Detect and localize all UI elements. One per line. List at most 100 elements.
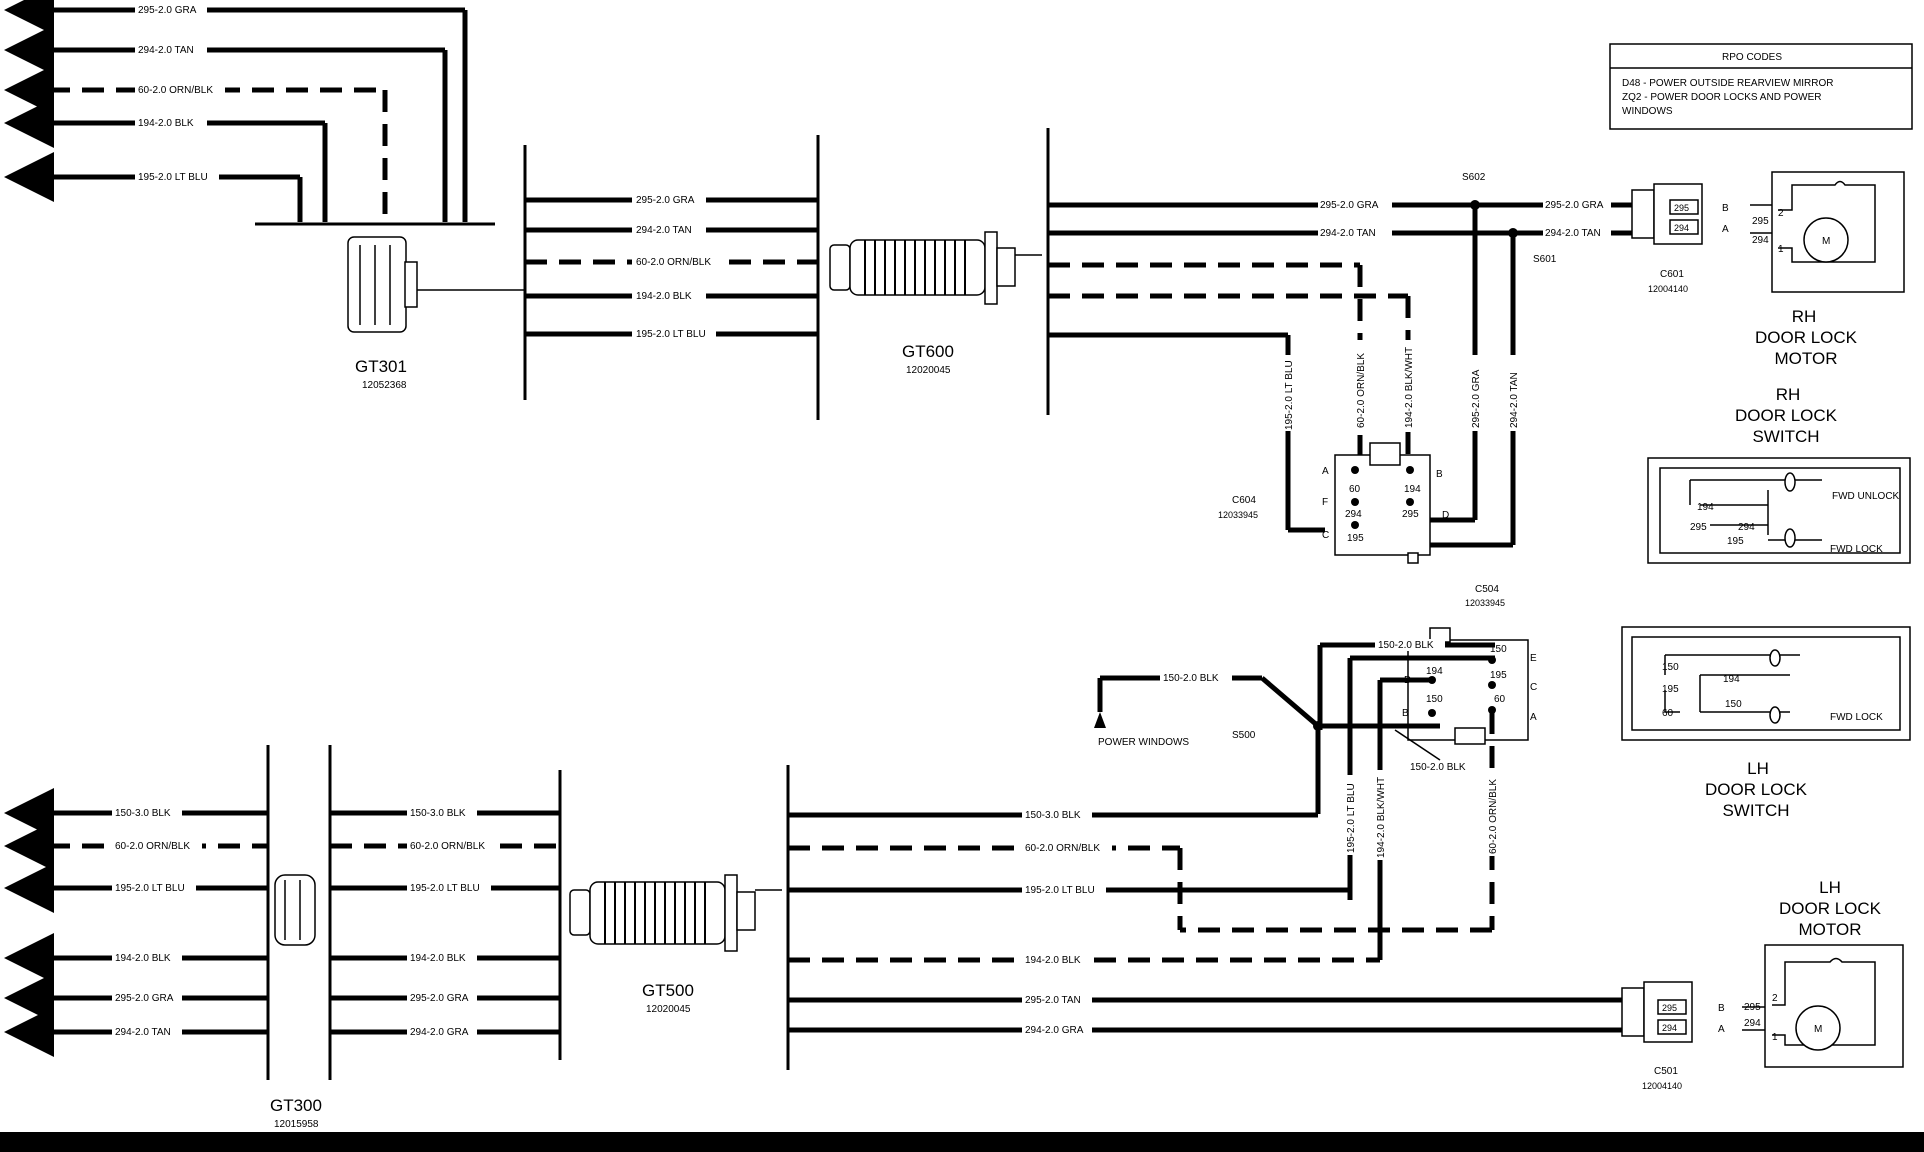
rh-switch-pin-195: 195 [1727, 536, 1744, 547]
lh-switch-title-2: DOOR LOCK [1705, 780, 1808, 799]
c601-wire-label-295: 295-2.0 GRA [1545, 200, 1604, 211]
c604-cav-f: F [1322, 497, 1328, 508]
rh-vert-195: 195-2.0 LT BLU [1284, 360, 1295, 430]
c501-pin-295: 295 [1662, 1003, 1677, 1013]
gt500-right-label-1: 150-3.0 BLK [1025, 810, 1081, 821]
c504-number: 12033945 [1465, 598, 1505, 608]
rh-motor-title-3: MOTOR [1775, 349, 1838, 368]
power-windows-label: POWER WINDOWS [1098, 737, 1189, 748]
c501-pin-294: 294 [1662, 1023, 1677, 1033]
top-wire-label-3: 60-2.0 ORN/BLK [138, 85, 213, 96]
rh-motor-m: M [1822, 236, 1830, 247]
s500-splice: S500 [1232, 730, 1256, 741]
bl-wire-label-1: 150-3.0 BLK [115, 808, 171, 819]
rh-switch-fwd-lock: FWD LOCK [1830, 544, 1883, 555]
rh-vert-295: 295-2.0 GRA [1471, 369, 1482, 428]
gt500-right-label-6: 294-2.0 GRA [1025, 1025, 1084, 1036]
rh-switch-pin-295: 295 [1690, 522, 1707, 533]
gt600-left-label-2: 294-2.0 TAN [636, 225, 692, 236]
rh-motor-title-1: RH [1792, 307, 1817, 326]
gt600-grommet: GT600 12020045 [829, 231, 1042, 376]
s602-splice: S602 [1462, 172, 1486, 183]
rh-motor-wire-294: 294 [1752, 235, 1769, 246]
lh-vert-194: 194-2.0 BLK/WHT [1376, 777, 1387, 858]
lh-vert-60: 60-2.0 ORN/BLK [1488, 779, 1499, 854]
gt600-left-label-3: 60-2.0 ORN/BLK [636, 257, 711, 268]
c601-pin-295: 295 [1674, 203, 1689, 213]
top-wire-label-4: 194-2.0 BLK [138, 118, 194, 129]
c604-pin-194: 194 [1404, 484, 1421, 495]
gt301-number: 12052368 [362, 380, 407, 391]
gt500-left-label-3: 195-2.0 LT BLU [410, 883, 480, 894]
c504-pin-195: 195 [1490, 670, 1507, 681]
rh-vertical-labels: 195-2.0 LT BLU 60-2.0 ORN/BLK 194-2.0 BL… [1281, 340, 1520, 431]
c601-cav-b: B [1722, 203, 1729, 214]
rh-motor-title-2: DOOR LOCK [1755, 328, 1858, 347]
c604-cav-c: C [1322, 530, 1329, 541]
c504-cav-e: E [1530, 653, 1537, 664]
rpo-heading: RPO CODES [1722, 52, 1782, 63]
rh-switch-fwd-unlock: FWD UNLOCK [1832, 491, 1900, 502]
c504-cav-b: B [1402, 708, 1409, 719]
gt300-name: GT300 [270, 1096, 322, 1115]
rpo-line-3: WINDOWS [1622, 106, 1673, 117]
bl-wire-label-5: 295-2.0 GRA [115, 993, 174, 1004]
c604-pin-294: 294 [1345, 509, 1362, 520]
gt600-left-wires: 295-2.0 GRA 294-2.0 TAN 60-2.0 ORN/BLK 1… [523, 135, 820, 420]
gt300-number: 12015958 [274, 1119, 319, 1130]
lh-switch-title-3: SWITCH [1722, 801, 1789, 820]
bottom-bar [0, 1132, 1924, 1152]
gt500-left-label-5: 295-2.0 GRA [410, 993, 469, 1004]
c604-name: C604 [1232, 495, 1256, 506]
c604-pin-295: 295 [1402, 509, 1419, 520]
c604-cav-d: D [1442, 510, 1449, 521]
lh-motor-wire-294: 294 [1744, 1018, 1761, 1029]
rh-door-lock-switch: RH DOOR LOCK SWITCH 194 295 294 195 FWD … [1647, 385, 1911, 564]
gt500-left-label-2: 60-2.0 ORN/BLK [410, 841, 485, 852]
c601-cav-a: A [1722, 224, 1729, 235]
c501-cav-b: B [1718, 1003, 1725, 1014]
c504-pin-150b: 150 [1426, 694, 1443, 705]
rh-vert-60: 60-2.0 ORN/BLK [1356, 353, 1367, 428]
c504-cav-a: A [1530, 712, 1537, 723]
rh-switch-title-2: DOOR LOCK [1735, 406, 1838, 425]
gt300-connector: GT300 12015958 [270, 874, 322, 1130]
top-wire-label-1: 295-2.0 GRA [138, 5, 197, 16]
lh-switch-pin-195: 195 [1662, 684, 1679, 695]
c504-pin-150a: 150 [1490, 644, 1507, 655]
lh-motor-title-2: DOOR LOCK [1779, 899, 1882, 918]
rh-switch-title-1: RH [1776, 385, 1801, 404]
c504-name: C504 [1475, 584, 1499, 595]
c501-name: C501 [1654, 1066, 1678, 1077]
rpo-line-1: D48 - POWER OUTSIDE REARVIEW MIRROR [1622, 78, 1834, 89]
c601-connector: 295 294 B A C601 12004140 [1631, 183, 1729, 294]
gt500-left-label-6: 294-2.0 GRA [410, 1027, 469, 1038]
gt301-name: GT301 [355, 357, 407, 376]
gt500-left-label-1: 150-3.0 BLK [410, 808, 466, 819]
s601-splice: S601 [1533, 254, 1557, 265]
gt500-number: 12020045 [646, 1004, 691, 1015]
lh-switch-pin-60: 60 [1662, 708, 1674, 719]
c604-number: 12033945 [1218, 510, 1258, 520]
bl-wire-label-4: 194-2.0 BLK [115, 953, 171, 964]
lh-door-lock-motor: LH DOOR LOCK MOTOR 295 294 2 1 M [1742, 878, 1904, 1068]
rh-switch-pin-294: 294 [1738, 522, 1755, 533]
c601-wire-label-294: 294-2.0 TAN [1545, 228, 1601, 239]
gt500-grommet: GT500 12020045 [569, 874, 782, 1015]
lh-switch-pin-194: 194 [1723, 674, 1740, 685]
gt500-right-label-5: 295-2.0 TAN [1025, 995, 1081, 1006]
rh-door-lock-motor: 295 294 2 1 M RH DOOR LOCK MOTOR [1750, 171, 1905, 368]
gt600-name: GT600 [902, 342, 954, 361]
lh-vert-195: 195-2.0 LT BLU [1346, 783, 1357, 853]
rpo-line-2: ZQ2 - POWER DOOR LOCKS AND POWER [1622, 92, 1821, 103]
rpo-codes-box: RPO CODES D48 - POWER OUTSIDE REARVIEW M… [1609, 43, 1913, 130]
gt500-right-wires: 150-3.0 BLK 60-2.0 ORN/BLK 195-2.0 LT BL… [786, 765, 1622, 1070]
rh-switch-title-3: SWITCH [1752, 427, 1819, 446]
c504-wire-label-150: 150-2.0 BLK [1378, 640, 1434, 651]
c504-connector: 150 195 60 194 150 E C A D B C504 120339… [1402, 584, 1537, 745]
lh-door-lock-switch: 150 195 60 194 150 FWD LOCK LH DOOR LOCK… [1621, 626, 1911, 820]
gt500-right-label-4: 194-2.0 BLK [1025, 955, 1081, 966]
gt500-right-label-3: 195-2.0 LT BLU [1025, 885, 1095, 896]
bottom-left-wires: 150-3.0 BLK 60-2.0 ORN/BLK 195-2.0 LT BL… [4, 745, 332, 1080]
